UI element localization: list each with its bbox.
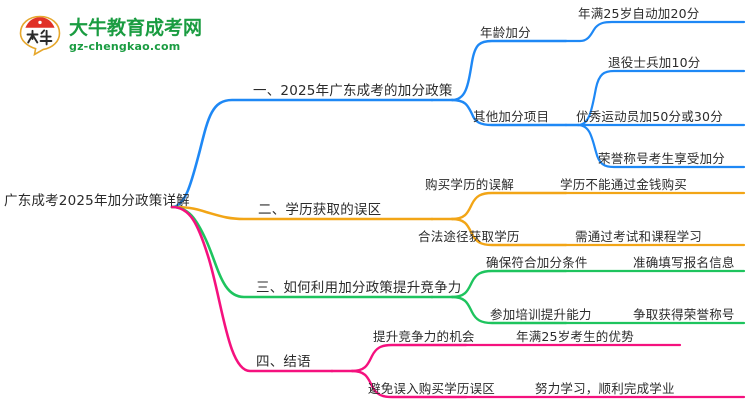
mindmap-node-buy-degree-myth[interactable]: 购买学历的误解 — [425, 177, 514, 192]
mindmap-branch-1[interactable]: 一、2025年广东成考的加分政策 — [253, 83, 453, 99]
mindmap-node-age-bonus[interactable]: 年龄加分 — [480, 25, 531, 40]
mindmap-leaf-honor-title-bonus[interactable]: 荣誉称号考生享受加分 — [598, 151, 726, 166]
mindmap-leaf-advantage-age-25[interactable]: 年满25岁考生的优势 — [516, 329, 634, 344]
mindmap-leaf-exam-and-coursework[interactable]: 需通过考试和课程学习 — [575, 229, 703, 244]
mindmap-leaf-veteran-plus-10[interactable]: 退役士兵加10分 — [608, 55, 701, 70]
mindmap-branch-3[interactable]: 三、如何利用加分政策提升竞争力 — [256, 280, 462, 296]
mindmap-leaf-degree-not-for-sale[interactable]: 学历不能通过金钱购买 — [560, 177, 688, 192]
logo-title: 大牛教育成考网 — [69, 16, 203, 39]
mindmap-branch-2[interactable]: 二、学历获取的误区 — [258, 202, 382, 218]
mindmap-leaf-athlete-plus-50-or-30[interactable]: 优秀运动员加50分或30分 — [576, 109, 723, 124]
mindmap-node-legal-degree-path[interactable]: 合法途径获取学历 — [418, 229, 520, 244]
mindmap-node-other-bonus-items[interactable]: 其他加分项目 — [473, 109, 550, 124]
mindmap-leaf-fill-registration-accurately[interactable]: 准确填写报名信息 — [633, 255, 735, 270]
mindmap-leaf-study-hard-finish-studies[interactable]: 努力学习，顺利完成学业 — [535, 381, 675, 396]
mindmap-root-node[interactable]: 广东成考2025年加分政策详解 — [4, 193, 190, 209]
mindmap-node-avoid-buying-degree[interactable]: 避免误入购买学历误区 — [368, 381, 496, 396]
mindmap-leaf-earn-honor-title[interactable]: 争取获得荣誉称号 — [633, 307, 735, 322]
mindmap-leaf-age-25-plus-20[interactable]: 年满25岁自动加20分 — [578, 6, 700, 21]
mindmap-node-training-improve-ability[interactable]: 参加培训提升能力 — [490, 307, 592, 322]
site-logo: 大牛教育成考网 gz-chengkao.com — [18, 10, 233, 60]
mindmap-branch-4[interactable]: 四、结语 — [256, 354, 311, 370]
mindmap-node-meet-bonus-criteria[interactable]: 确保符合加分条件 — [486, 255, 588, 270]
logo-text: 大牛教育成考网 gz-chengkao.com — [69, 16, 203, 53]
mindmap-node-competitiveness-opportunity[interactable]: 提升竞争力的机会 — [373, 329, 475, 344]
logo-subtitle: gz-chengkao.com — [69, 39, 181, 53]
logo-mark-icon — [18, 14, 62, 57]
